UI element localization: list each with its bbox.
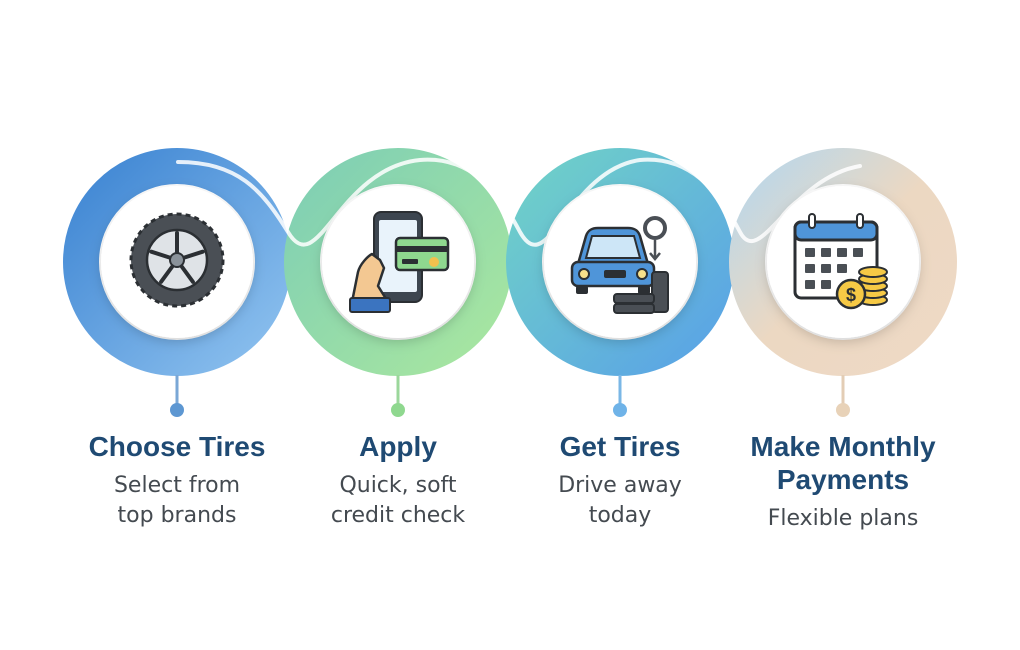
dot-1 bbox=[170, 403, 184, 417]
step-1-description: Select from top brands bbox=[113, 473, 241, 528]
calendar-coins-icon: $ bbox=[793, 213, 888, 310]
step-3-title: Get Tires bbox=[559, 431, 681, 462]
step-2-description: Quick, soft credit check bbox=[330, 473, 466, 528]
ribbon-highlight bbox=[176, 157, 862, 247]
step-1-title: Choose Tires bbox=[88, 431, 266, 462]
ring-1 bbox=[63, 148, 291, 376]
dot-4 bbox=[836, 403, 850, 417]
ribbon-rings bbox=[63, 148, 957, 376]
step-3-description: Drive away today bbox=[558, 473, 682, 528]
step-4-description: Flexible plans bbox=[767, 506, 919, 531]
step-2-title: Apply bbox=[359, 431, 437, 462]
dot-2 bbox=[391, 403, 405, 417]
ring-4 bbox=[729, 148, 957, 376]
step-4-title: Make Monthly Payments bbox=[750, 431, 936, 495]
tire-icon bbox=[129, 212, 225, 308]
car-tires-icon bbox=[570, 216, 669, 314]
connectors bbox=[170, 375, 850, 417]
phone-credit-card-icon bbox=[349, 211, 450, 313]
dot-3 bbox=[613, 403, 627, 417]
svg-text:$: $ bbox=[846, 285, 856, 305]
